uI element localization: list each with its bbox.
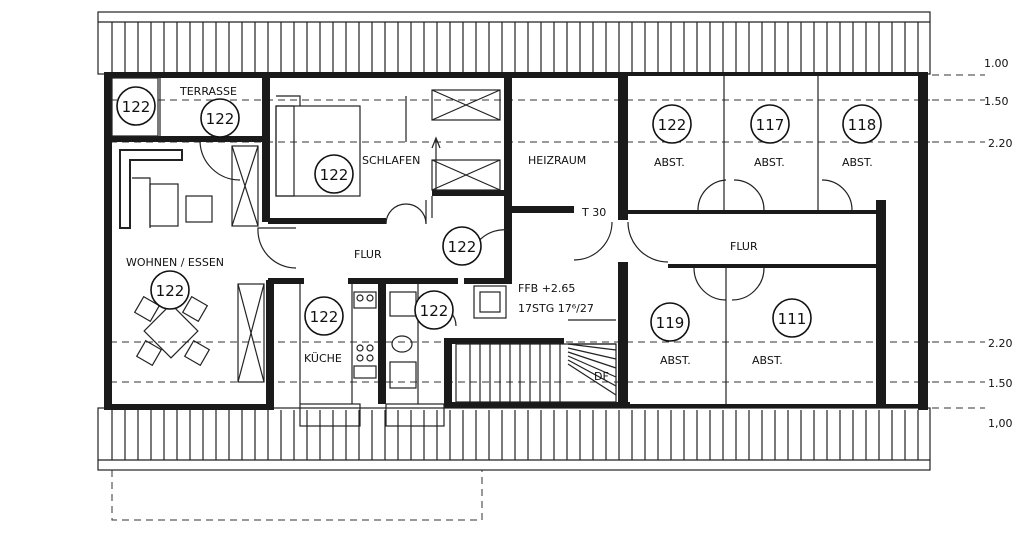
room-number-badges: 122 122 122 122 122 122 122 122 117 118 … bbox=[116, 86, 882, 342]
room-number-abst-4: 119 bbox=[650, 302, 690, 342]
room-label-terrasse: TERRASSE bbox=[179, 85, 237, 98]
svg-text:122: 122 bbox=[156, 282, 185, 300]
height-marker-top-1: 1.00 bbox=[984, 57, 1009, 70]
line-mark bbox=[567, 355, 617, 378]
room-number-abst-5: 111 bbox=[772, 298, 812, 338]
room-number-schlafen: 122 bbox=[314, 154, 354, 194]
svg-text:122: 122 bbox=[206, 110, 235, 128]
room-number-wohnen: 122 bbox=[150, 270, 190, 310]
svg-text:122: 122 bbox=[448, 238, 477, 256]
room-number-terrasse-a: 122 bbox=[116, 86, 156, 126]
furniture bbox=[111, 77, 507, 389]
line-mark bbox=[567, 343, 617, 351]
height-marker-top-3: 2.20 bbox=[988, 137, 1013, 150]
room-number-kueche: 122 bbox=[304, 296, 344, 336]
room-label-flur-right: FLUR bbox=[730, 240, 758, 253]
svg-text:122: 122 bbox=[320, 166, 349, 184]
room-label-schlafen: SCHLAFEN bbox=[362, 154, 420, 167]
svg-text:119: 119 bbox=[656, 314, 685, 332]
partitions bbox=[159, 76, 819, 427]
height-marker-bot-3: 1,00 bbox=[988, 417, 1013, 430]
svg-text:111: 111 bbox=[778, 310, 807, 328]
room-label-wohnen-essen: WOHNEN / ESSEN bbox=[126, 256, 224, 269]
floor-level-label: FFB +2.65 bbox=[518, 282, 575, 295]
room-label-abst-4: ABST. bbox=[660, 354, 691, 367]
annotations: T 30 FFB +2.65 17STG 17⁶/27 DF bbox=[518, 206, 609, 383]
room-label-abst-2: ABST. bbox=[754, 156, 785, 169]
room-label-abst-1: ABST. bbox=[654, 156, 685, 169]
dachfenster-label: DF bbox=[594, 370, 609, 383]
room-labels: TERRASSE SCHLAFEN HEIZRAUM WOHNEN / ESSE… bbox=[126, 85, 873, 367]
line-mark bbox=[567, 351, 617, 369]
height-marker-bot-2: 1.50 bbox=[988, 377, 1013, 390]
room-number-abst-2: 117 bbox=[750, 104, 790, 144]
svg-text:118: 118 bbox=[848, 116, 877, 134]
height-marker-bot-1: 2.20 bbox=[988, 337, 1013, 350]
room-number-bad: 122 bbox=[414, 290, 454, 330]
roof-rafters bbox=[97, 11, 931, 471]
svg-text:122: 122 bbox=[658, 116, 687, 134]
svg-text:117: 117 bbox=[756, 116, 785, 134]
svg-text:122: 122 bbox=[122, 98, 151, 116]
exterior-walls bbox=[104, 72, 928, 410]
room-number-abst-3: 118 bbox=[842, 104, 882, 144]
room-label-heizraum: HEIZRAUM bbox=[528, 154, 586, 167]
height-markers: 1.00 1.50 2.20 2.20 1.50 1,00 bbox=[984, 57, 1013, 430]
svg-text:122: 122 bbox=[420, 302, 449, 320]
room-label-kueche: KÜCHE bbox=[304, 352, 342, 365]
room-label-abst-5: ABST. bbox=[752, 354, 783, 367]
fire-door-label: T 30 bbox=[581, 206, 606, 219]
line-mark bbox=[567, 359, 617, 387]
svg-text:122: 122 bbox=[310, 308, 339, 326]
line-mark bbox=[567, 363, 617, 396]
room-label-abst-3: ABST. bbox=[842, 156, 873, 169]
height-marker-top-2: 1.50 bbox=[984, 95, 1009, 108]
stairs-label: 17STG 17⁶/27 bbox=[518, 302, 594, 315]
line-mark bbox=[567, 347, 617, 360]
room-number-abst-1: 122 bbox=[652, 104, 692, 144]
room-number-terrasse-b: 122 bbox=[200, 98, 240, 138]
staircase bbox=[455, 319, 617, 403]
room-label-flur-left: FLUR bbox=[354, 248, 382, 261]
interior-walls bbox=[110, 72, 886, 408]
room-number-flur: 122 bbox=[442, 226, 482, 266]
